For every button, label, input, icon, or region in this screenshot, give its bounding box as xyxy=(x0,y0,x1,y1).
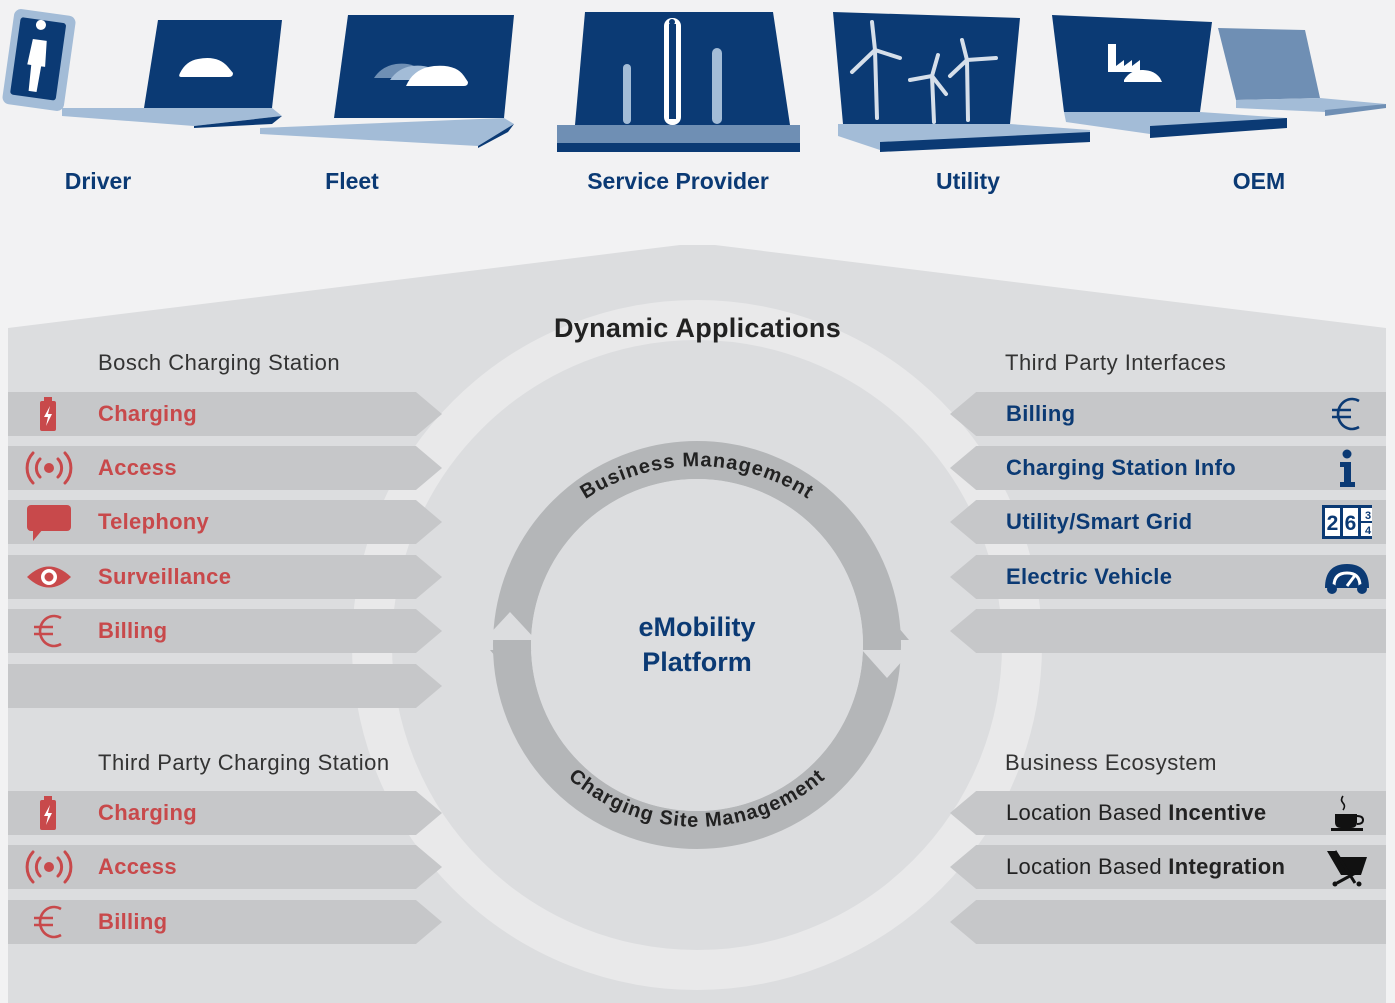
info-icon xyxy=(1322,449,1372,487)
row-label-prefix: Location Based xyxy=(1006,800,1162,825)
platform-core xyxy=(531,479,863,811)
section-third-party-interfaces: Third Party Interfaces xyxy=(1005,350,1227,375)
cycle-arrow-right xyxy=(862,650,912,678)
dynamic-applications-title: Dynamic Applications xyxy=(553,313,842,343)
interface-station-info-row[interactable]: Charging Station Info xyxy=(950,446,1386,490)
ecosystem-incentive-row[interactable]: Location Based Incentive xyxy=(950,791,1386,835)
euro-icon xyxy=(1322,396,1372,432)
row-label: Billing xyxy=(98,909,168,934)
meter-digit-b: 6 xyxy=(1345,512,1357,535)
row-label: Location Based Integration xyxy=(1006,854,1285,880)
meter-digit-top: 3 xyxy=(1365,510,1371,522)
bosch-telephony-row[interactable]: Telephony xyxy=(8,500,442,544)
stakeholder-utility: Utility xyxy=(936,168,1000,194)
speech-bubble-icon xyxy=(22,504,76,541)
row-label: Location Based Incentive xyxy=(1006,800,1266,826)
row-label-bold: Incentive xyxy=(1168,800,1267,825)
section-business-ecosystem: Business Ecosystem xyxy=(1005,750,1217,775)
oem-laptop-illustration xyxy=(1218,28,1386,116)
speedometer-car-icon xyxy=(1322,559,1372,595)
row-label: Utility/Smart Grid xyxy=(1006,509,1193,534)
cycle-arrow-left xyxy=(484,612,536,640)
section-bosch-charging-station: Bosch Charging Station xyxy=(98,350,341,375)
utility-laptop-illustration xyxy=(833,12,1090,152)
bosch-billing-row[interactable]: Billing xyxy=(8,609,442,653)
battery-icon xyxy=(22,396,76,432)
service-provider-laptop-illustration xyxy=(557,12,800,152)
rfid-icon xyxy=(22,849,76,885)
cycle-arrow-left-head xyxy=(490,650,532,675)
cycle-ring xyxy=(493,441,901,849)
row-label: Billing xyxy=(1006,401,1076,426)
interface-empty-row xyxy=(950,609,1386,653)
bosch-charging-row[interactable]: Charging xyxy=(8,392,442,436)
battery-icon xyxy=(22,795,76,831)
interface-smart-grid-row[interactable]: Utility/Smart Grid 2 6 3 4 xyxy=(950,500,1386,544)
meter-counter-icon: 2 6 3 4 xyxy=(1322,504,1372,540)
row-label: Access xyxy=(98,854,177,879)
section-third-party-charging-station: Third Party Charging Station xyxy=(98,750,390,775)
stakeholder-oem: OEM xyxy=(1232,168,1286,194)
row-label-prefix: Location Based xyxy=(1006,854,1162,879)
ecosystem-empty-row xyxy=(950,900,1386,944)
driver-laptop-illustration xyxy=(62,20,282,128)
third-party-charging-row[interactable]: Charging xyxy=(8,791,442,835)
euro-icon xyxy=(22,904,76,940)
interface-billing-row[interactable]: Billing xyxy=(950,392,1386,436)
third-party-access-row[interactable]: Access xyxy=(8,845,442,889)
cycle-arrow-right-head xyxy=(865,614,909,640)
interface-electric-vehicle-row[interactable]: Electric Vehicle xyxy=(950,555,1386,599)
row-label: Access xyxy=(98,455,177,480)
meter-digit-a: 2 xyxy=(1327,512,1339,535)
row-label: Charging xyxy=(98,800,197,825)
row-label: Electric Vehicle xyxy=(1006,564,1173,589)
bosch-empty-row xyxy=(8,664,442,708)
bosch-surveillance-row[interactable]: Surveillance xyxy=(8,555,442,599)
coffee-cup-icon xyxy=(1322,795,1372,831)
row-label: Charging Station Info xyxy=(1006,455,1236,480)
ecosystem-integration-row[interactable]: Location Based Integration xyxy=(950,845,1386,889)
row-label: Charging xyxy=(98,401,197,426)
eye-icon xyxy=(22,559,76,595)
emobility-platform-label: eMobility Platform xyxy=(638,612,756,677)
shopping-cart-icon xyxy=(1322,849,1372,887)
row-label: Billing xyxy=(98,618,168,643)
stakeholder-driver: Driver xyxy=(64,168,132,194)
row-label: Telephony xyxy=(98,509,210,534)
stakeholder-service-provider: Service Provider xyxy=(587,168,769,194)
euro-icon xyxy=(22,613,76,649)
row-label-bold: Integration xyxy=(1168,854,1286,879)
bosch-access-row[interactable]: Access xyxy=(8,446,442,490)
row-label: Surveillance xyxy=(98,564,232,589)
oem-factory-laptop-illustration xyxy=(1052,15,1287,138)
stakeholder-fleet: Fleet xyxy=(325,168,379,194)
rfid-icon xyxy=(22,450,76,486)
driver-phone-illustration xyxy=(2,9,76,111)
fleet-laptop-illustration xyxy=(260,15,514,148)
meter-digit-bottom: 4 xyxy=(1365,525,1372,537)
third-party-billing-row[interactable]: Billing xyxy=(8,900,442,944)
